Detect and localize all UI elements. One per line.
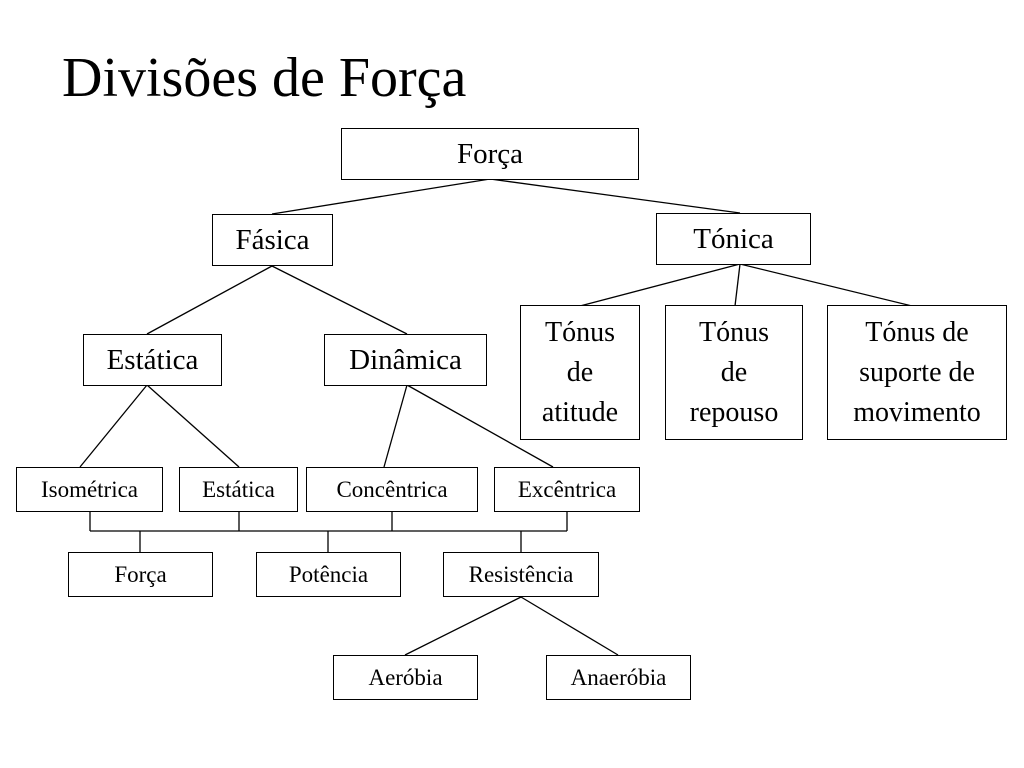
node-fasica: Fásica [212, 214, 333, 266]
node-concentrica: Concêntrica [306, 467, 478, 512]
node-tonus-repouso: Tónus de repouso [665, 305, 803, 440]
link-fasica-dinamica [271, 265, 408, 335]
node-isometrica: Isométrica [16, 467, 163, 512]
node-aerobia: Aeróbia [333, 655, 478, 700]
node-forca-root: Força [341, 128, 639, 180]
node-dinamica: Dinâmica [324, 334, 487, 386]
link-forca-fasica [271, 178, 491, 215]
node-anaerobia: Anaeróbia [546, 655, 691, 700]
link-tonica-suporte [739, 263, 913, 307]
node-estatica-2: Estática [179, 467, 298, 512]
node-excentrica: Excêntrica [494, 467, 640, 512]
slide-title: Divisões de Força [62, 47, 467, 109]
link-fasica-estatica [146, 265, 273, 335]
node-tonus-suporte: Tónus de suporte de movimento [827, 305, 1007, 440]
node-tonica: Tónica [656, 213, 811, 265]
link-tonica-atitude [579, 263, 741, 307]
link-forca-tonica [489, 178, 741, 214]
link-dinamica-concentrica [383, 384, 408, 468]
link-estatica-isometrica [79, 384, 148, 468]
node-potencia: Potência [256, 552, 401, 597]
link-resistencia-aerobia [404, 596, 522, 656]
node-estatica: Estática [83, 334, 222, 386]
node-forca: Força [68, 552, 213, 597]
link-resistencia-anaerobia [520, 596, 619, 656]
node-resistencia: Resistência [443, 552, 599, 597]
node-tonus-atitude: Tónus de atitude [520, 305, 640, 440]
link-estatica-estatica2 [146, 384, 240, 468]
link-dinamica-excentrica [406, 384, 554, 468]
link-tonica-repouso [734, 263, 741, 307]
